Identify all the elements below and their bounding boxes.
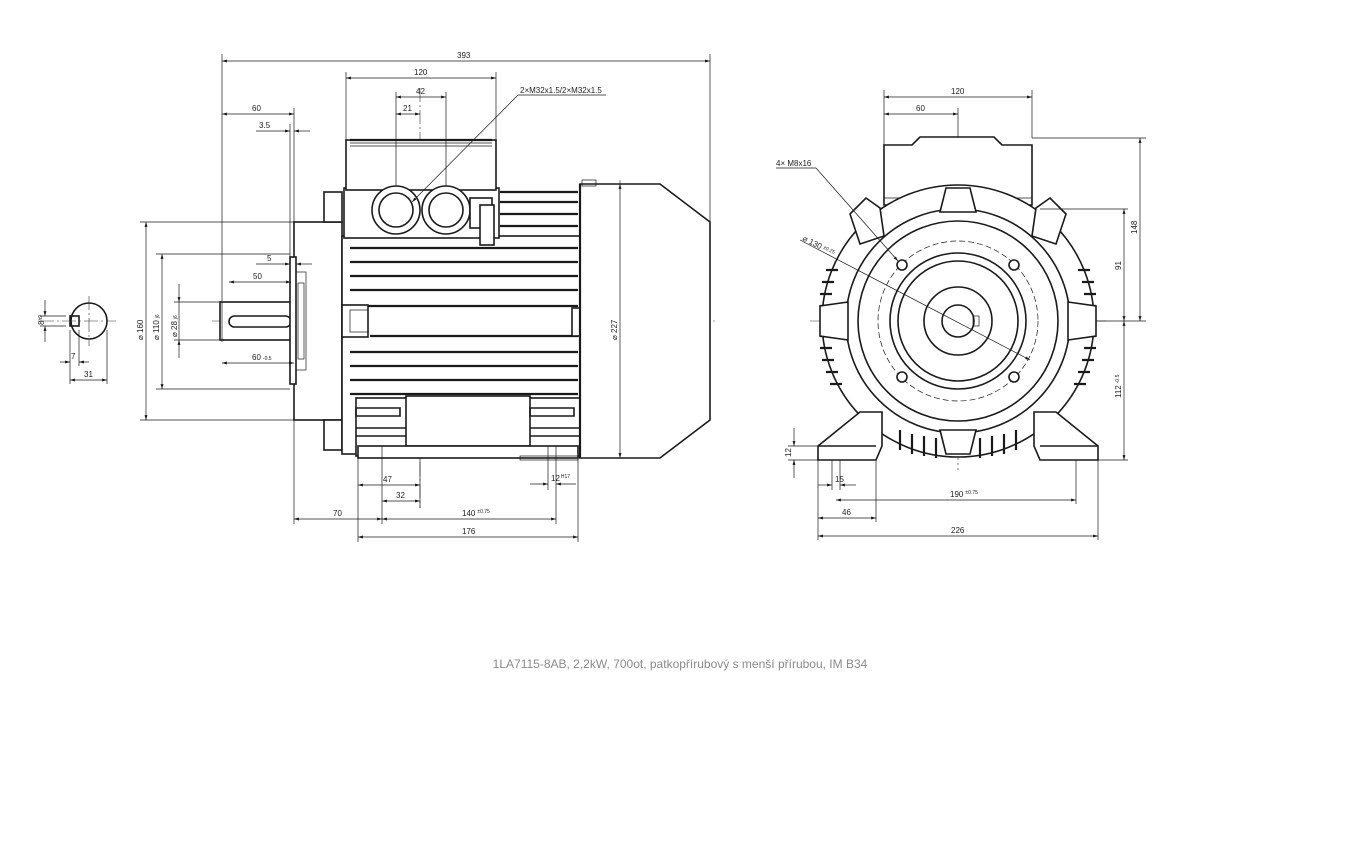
foot-length-label: 176 — [462, 527, 476, 536]
key-width-label: 8h9 — [37, 315, 46, 325]
flange — [289, 191, 343, 451]
fan-cover — [578, 179, 711, 459]
pcd-label: ⌀ 130±0.25 — [801, 234, 836, 258]
shaft-length-label: 60 — [252, 104, 261, 113]
flange-gap-label: 5 — [267, 254, 272, 263]
flange-thickness-label: 3.5 — [259, 121, 271, 130]
spigot-diameter-label: ⌀ 110j6 — [152, 314, 161, 340]
end-box-half-label: 60 — [916, 104, 925, 113]
foot-hole-offset-label: 15 — [835, 475, 844, 484]
foot-hole-spacing-label: 140±0.75 — [462, 509, 490, 518]
key-depth-label: 7 — [71, 352, 76, 361]
axis-height-label: 112-0.5 — [1114, 374, 1123, 398]
end-box-height-label: 148 — [1130, 220, 1139, 234]
end-box-width-label: 120 — [951, 87, 965, 96]
side-dimensions: 393 120 42 21 2×M32x1.5/2×M32x1.5 60 — [136, 51, 711, 542]
foot-edge-label: 46 — [842, 508, 851, 517]
key-length-label: 50 — [253, 272, 262, 281]
box-to-axis-label: 91 — [1114, 261, 1123, 270]
bolt-spec-label: 4× M8x16 — [776, 159, 812, 168]
end-dimensions: 120 60 4× M8x16 ⌀ 130±0.25 148 91 112-0.… — [776, 87, 1146, 540]
shaft-height-label: 31 — [84, 370, 93, 379]
shaft-fit-label: 60-0.5 — [252, 353, 272, 362]
shaft-diameter-label: ⌀ 28j6 — [170, 315, 179, 337]
box-width-label: 120 — [414, 68, 428, 77]
foot-hole-label: 12H17 — [551, 474, 570, 483]
gland-offset-label: 21 — [403, 104, 412, 113]
cooling-fins — [350, 190, 578, 396]
drawing-caption: 1LA7115-8AB, 2,2kW, 700ot, patkopřírubov… — [492, 657, 868, 671]
foot-thickness-label: 12 — [784, 448, 793, 457]
foot-track-label: 190±0.75 — [950, 490, 978, 499]
cable-gland-label: 2×M32x1.5/2×M32x1.5 — [520, 86, 602, 95]
flange-to-foot-label: 70 — [333, 509, 342, 518]
side-view: 393 120 42 21 2×M32x1.5/2×M32x1.5 60 — [136, 51, 716, 542]
shaft-cross-section: 8h9 7 31 — [37, 296, 116, 384]
foot-width-label: 226 — [951, 526, 965, 535]
gland-spacing-label: 42 — [416, 87, 425, 96]
flange-diameter-label: ⌀ 160 — [136, 319, 145, 340]
end-view-housing — [819, 184, 1097, 458]
overall-length-label: 393 — [457, 51, 471, 60]
end-view: 120 60 4× M8x16 ⌀ 130±0.25 148 91 112-0.… — [776, 87, 1146, 540]
foot-offset-label: 47 — [383, 475, 392, 484]
box-offset-label: 32 — [396, 491, 405, 500]
shaft — [219, 300, 295, 342]
fan-cover-diameter-label: ⌀ 227 — [610, 319, 619, 340]
motor-body — [341, 138, 595, 461]
